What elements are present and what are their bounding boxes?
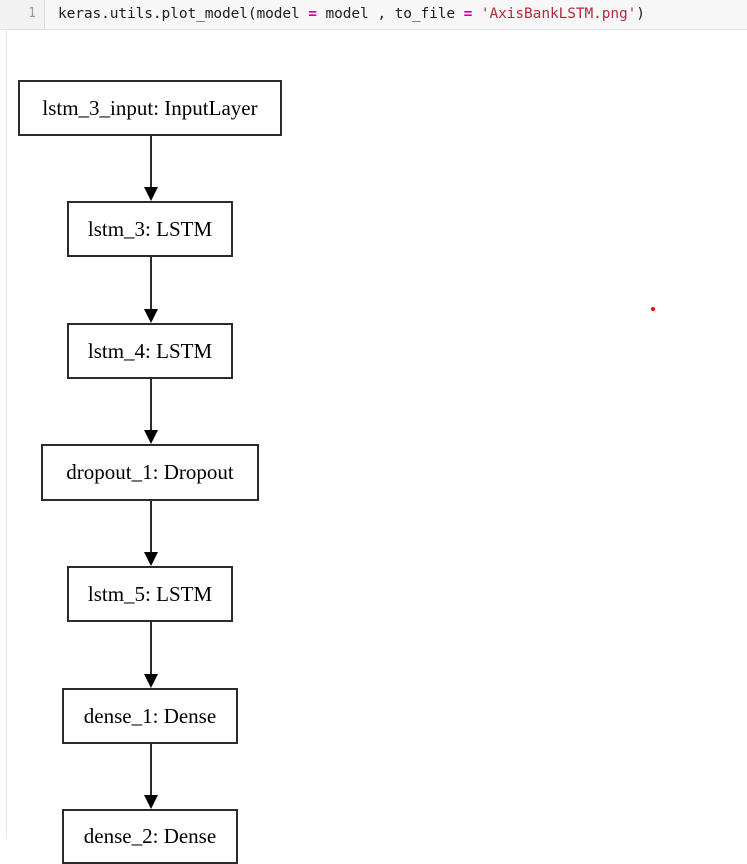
- code-token-string-5: 'AxisBankLSTM.png': [480, 6, 637, 22]
- arrowhead-icon: [144, 309, 158, 323]
- code-token-plain-6: ): [636, 6, 645, 22]
- code-token-plain-4: [472, 6, 481, 22]
- code-token-op-3: =: [463, 6, 473, 22]
- graph-node-label: lstm_3_input: InputLayer: [42, 95, 258, 120]
- graph-node-lstm_3_input: lstm_3_input: InputLayer: [18, 80, 282, 136]
- arrowhead-icon: [144, 674, 158, 688]
- render-artifact-dot: [651, 307, 655, 311]
- graph-node-label: lstm_3: LSTM: [87, 216, 213, 241]
- graph-node-label: lstm_4: LSTM: [87, 338, 213, 363]
- code-token-plain-0: keras.utils.plot_model(model: [58, 6, 309, 22]
- graph-node-dropout_1: dropout_1: Dropout: [41, 444, 259, 501]
- arrowhead-icon: [144, 795, 158, 809]
- graph-node-lstm_3: lstm_3: LSTM: [67, 201, 233, 257]
- code-line[interactable]: keras.utils.plot_model(model = model , t…: [58, 4, 645, 25]
- arrowhead-icon: [144, 430, 158, 444]
- arrowhead-icon: [144, 187, 158, 201]
- graph-node-label: dense_2: Dense: [83, 824, 217, 848]
- arrowhead-icon: [144, 552, 158, 566]
- edge-line-icon: [150, 379, 152, 431]
- edge-line-icon: [150, 744, 152, 796]
- graph-node-label: dense_1: Dense: [83, 703, 217, 728]
- edge-line-icon: [150, 257, 152, 310]
- graph-node-label: lstm_5: LSTM: [87, 581, 213, 606]
- model-architecture-diagram: lstm_3_input: InputLayer lstm_3: LSTM lstm…: [0, 30, 747, 864]
- code-cell[interactable]: 1 keras.utils.plot_model(model = model ,…: [0, 0, 747, 30]
- edge-line-icon: [150, 136, 152, 188]
- cell-output-area: lstm_3_input: InputLayer lstm_3: LSTM lstm…: [0, 30, 747, 864]
- edge-line-icon: [150, 501, 152, 553]
- line-number: 1: [28, 6, 36, 21]
- graph-node-lstm_5: lstm_5: LSTM: [67, 566, 233, 622]
- graph-node-lstm_4: lstm_4: LSTM: [67, 323, 233, 379]
- code-token-plain-2: model , to_file: [316, 6, 464, 22]
- edge-line-icon: [150, 622, 152, 675]
- output-left-rule: [6, 30, 7, 839]
- code-token-op-1: =: [308, 6, 317, 22]
- line-number-gutter: 1: [0, 0, 45, 29]
- graph-node-label: dropout_1: Dropout: [66, 460, 234, 484]
- graph-node-dense_2: dense_2: Dense: [62, 809, 238, 864]
- graph-node-dense_1: dense_1: Dense: [62, 688, 238, 744]
